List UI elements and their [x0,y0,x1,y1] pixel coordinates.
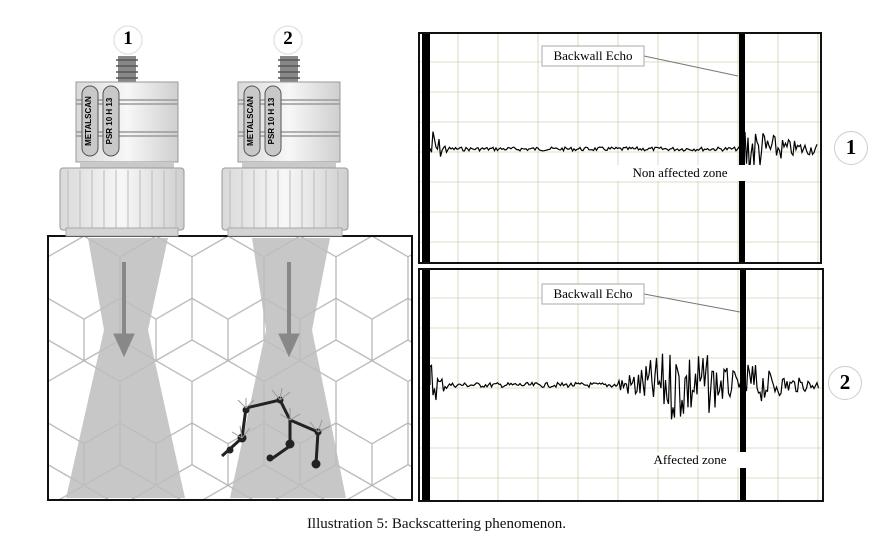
probe-2 [221,56,349,237]
signal-badge-2 [828,366,862,400]
signal-panel-1 [418,32,822,264]
backwall-echo-bar-2 [740,270,746,500]
probe-1 [59,56,185,237]
material-block [47,235,413,501]
zone-label-2: Affected zone [620,452,760,468]
signal-trace-1 [429,131,818,172]
signal-number-1: 1 [845,135,857,159]
ultrasonic-beam-1 [66,238,185,498]
echo-leader-2 [643,293,741,313]
initial-pulse-1 [422,34,430,262]
signal-badge-1 [834,131,868,165]
initial-pulse-2 [422,270,430,500]
probe-diagram [47,25,413,501]
probe-number-1: 1 [123,28,133,49]
beam-arrow-2 [278,262,300,358]
probe-1-brand: METALSCAN [84,96,93,146]
backwall-echo-label-2: Backwall Echo [553,286,633,301]
probe-2-model: PSR 10 H 13 [267,97,276,145]
signal-trace-2 [429,353,820,420]
backwall-echo-bar-1 [739,34,745,262]
echo-leader-1 [643,55,739,77]
probe-badge-1 [113,25,143,55]
grid-1 [420,34,820,262]
signal-number-2: 2 [839,370,851,394]
figure-caption: Illustration 5: Backscattering phenomeno… [306,516,567,532]
backwall-echo-label-1: Backwall Echo [553,48,633,63]
zone-label-1: Non affected zone [600,165,760,181]
probe-2-brand: METALSCAN [246,96,255,146]
probe-1-model: PSR 10 H 13 [105,97,114,145]
probe-badge-2 [273,25,303,55]
beam-arrow-1 [113,262,135,358]
scattering-grains [220,387,331,469]
probe-number-2: 2 [283,28,293,49]
